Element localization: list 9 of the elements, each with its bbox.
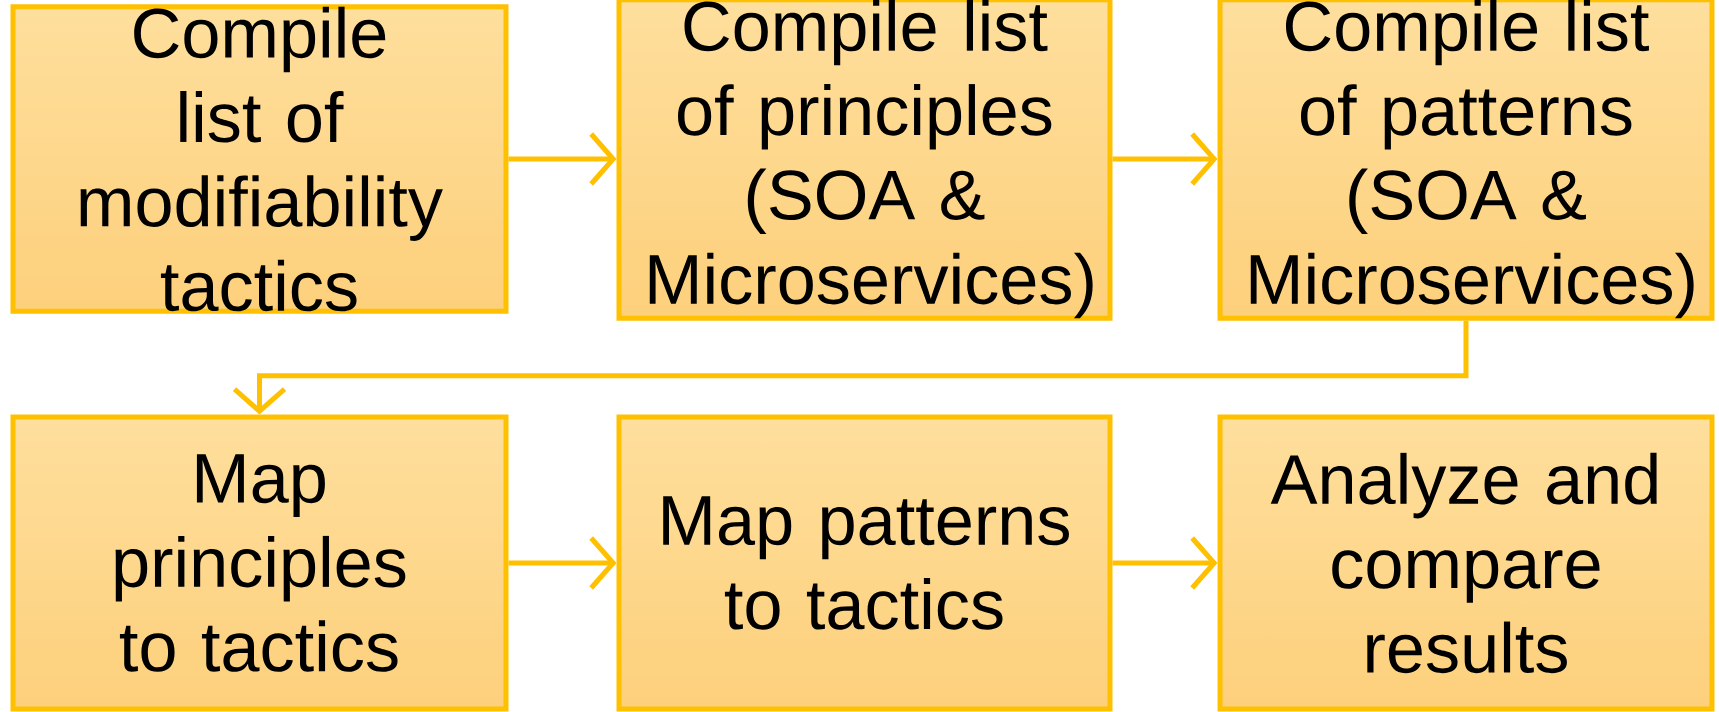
arrow xyxy=(232,320,1469,415)
arrow xyxy=(508,132,617,186)
arrow xyxy=(508,536,617,590)
process-box: Compile list of patterns (SOA & Microservices) xyxy=(1217,0,1715,321)
process-box: Map principles to tactics xyxy=(10,414,509,712)
process-box: Compile list of principles (SOA & Microservices) xyxy=(616,0,1113,321)
process-box: Compile list of modifiability tactics xyxy=(10,4,509,314)
process-box: Analyze and compare results xyxy=(1217,414,1715,712)
process-box: Map patterns to tactics xyxy=(616,414,1113,712)
